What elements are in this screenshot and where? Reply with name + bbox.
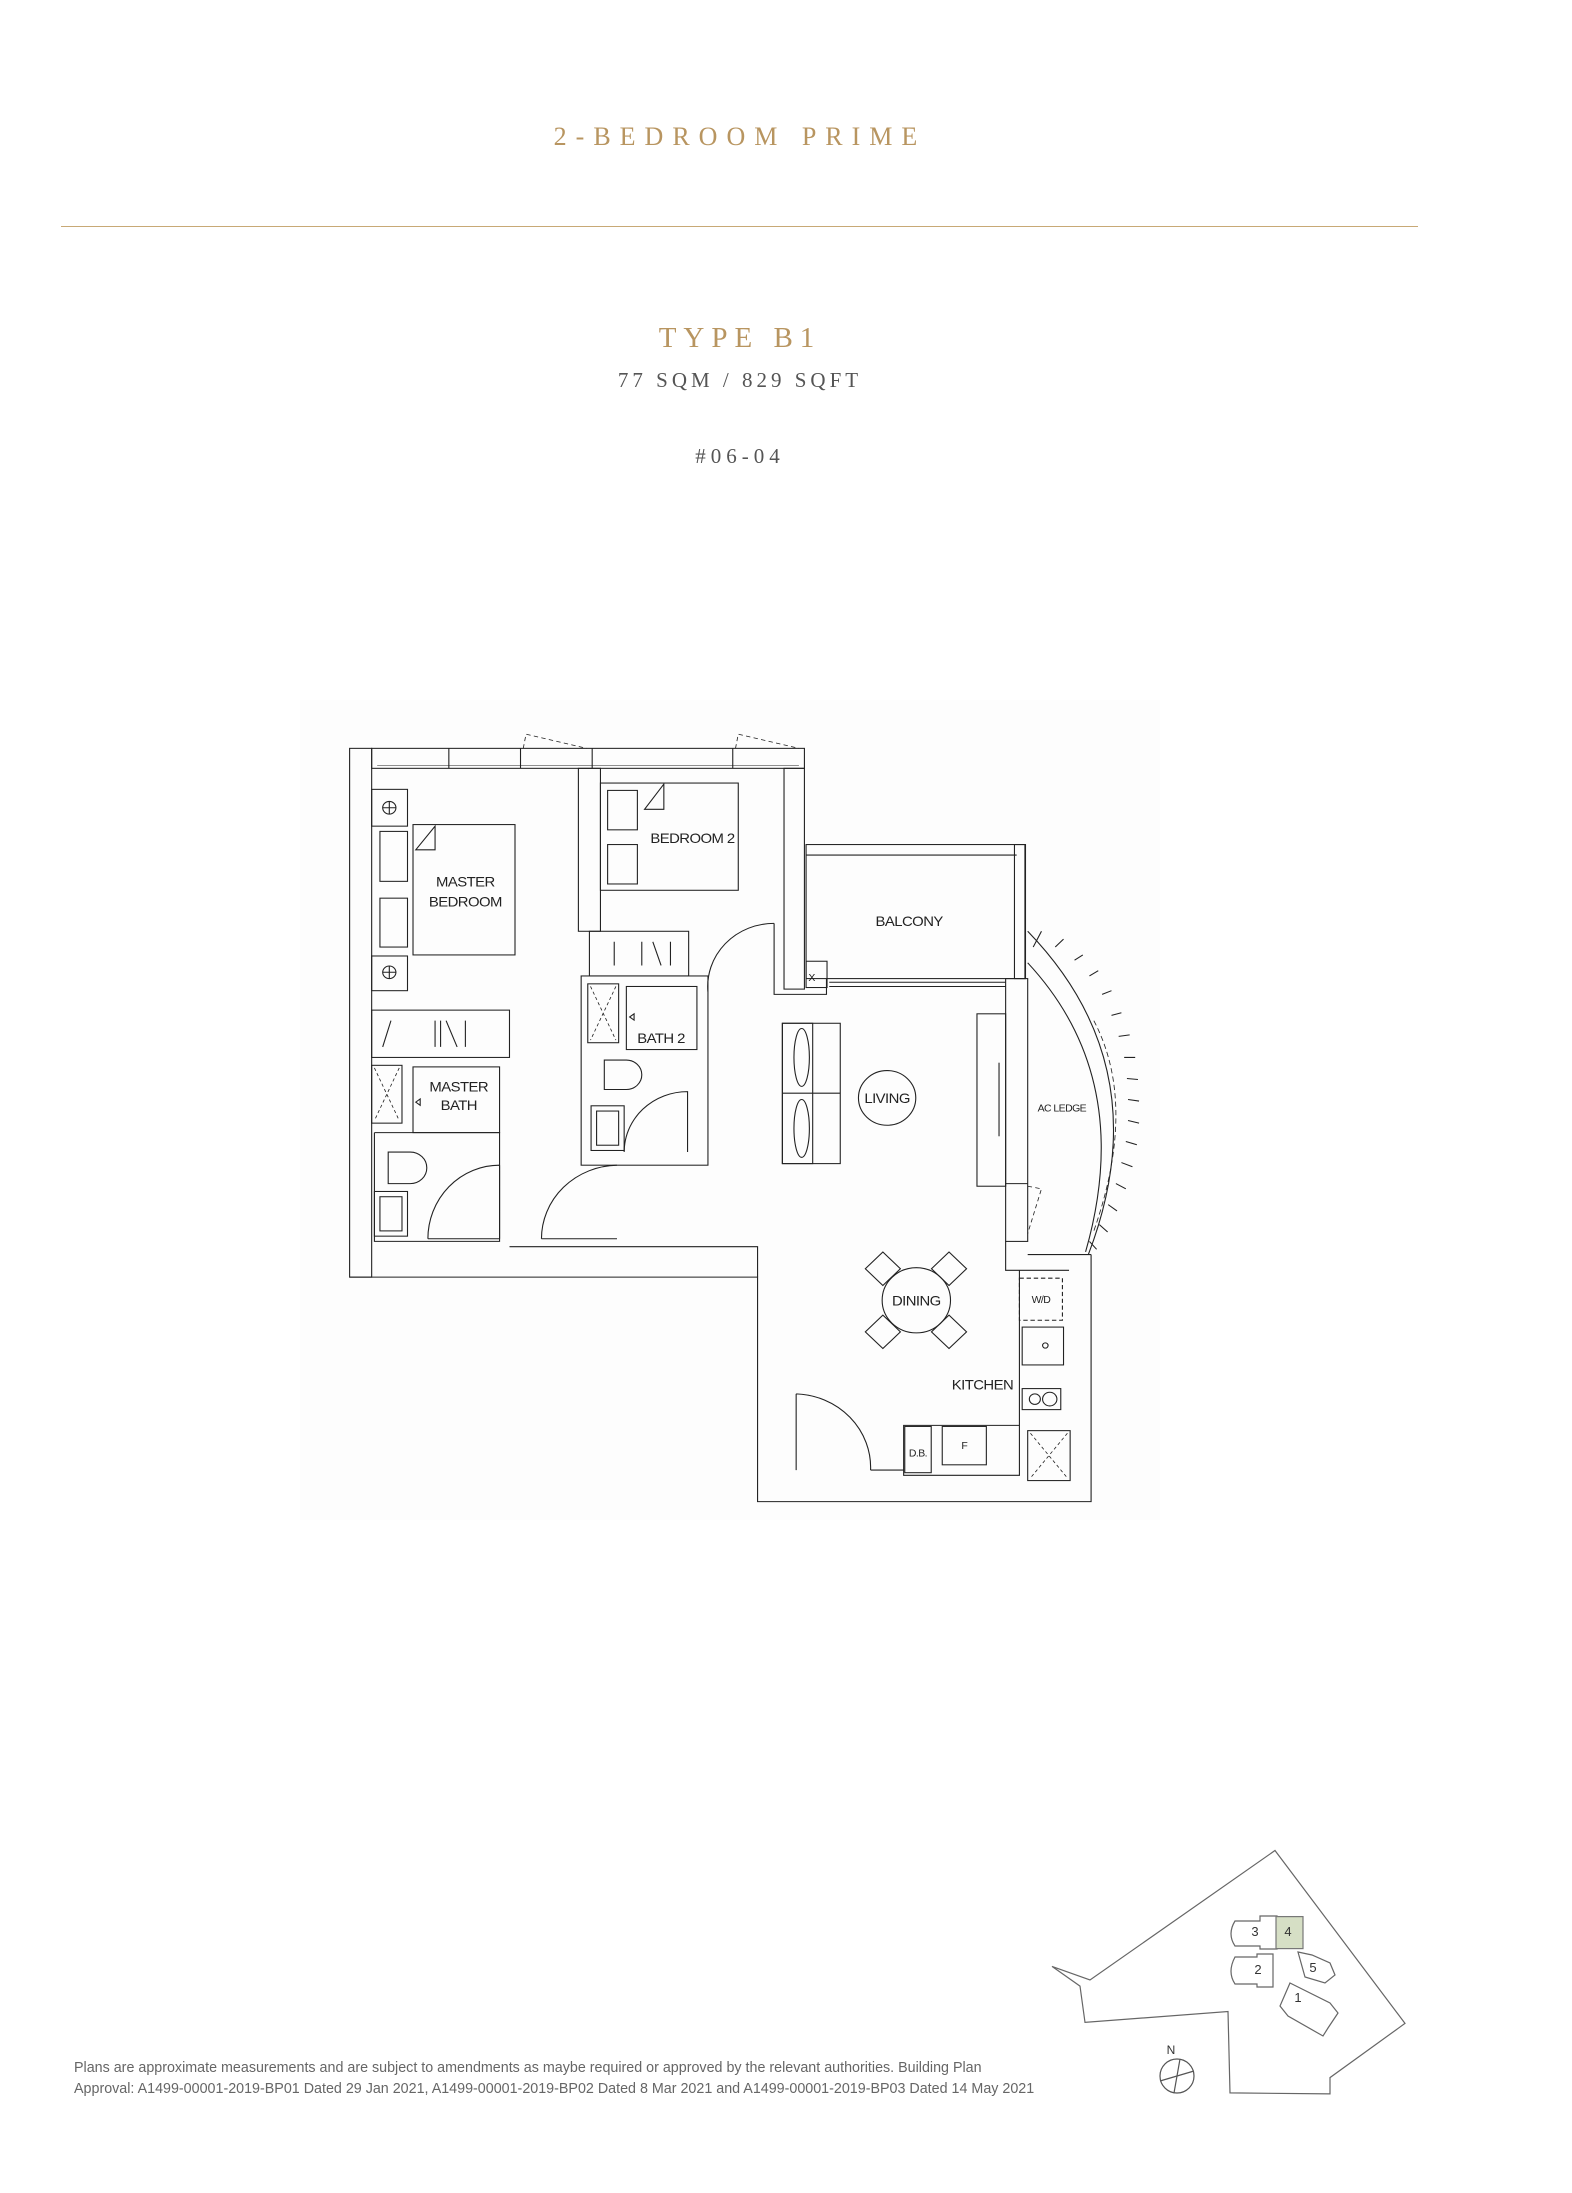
north-compass-icon xyxy=(1159,2058,1195,2094)
block-label-3: 3 xyxy=(1251,1924,1258,1939)
label-washer-dryer: W/D xyxy=(1032,1295,1051,1306)
footnote-line-2: Approval: A1499-00001-2019-BP01 Dated 29… xyxy=(74,2081,1035,2097)
north-label: N xyxy=(1167,2043,1176,2057)
room-label-dining: DINING xyxy=(892,1294,941,1310)
room-label-bedroom-2: BEDROOM 2 xyxy=(650,831,735,847)
header-divider xyxy=(61,226,1418,227)
label-distribution-board: D.B. xyxy=(909,1449,927,1460)
room-label-master-bedroom: MASTER xyxy=(436,875,495,891)
block-label-2: 2 xyxy=(1254,1962,1261,1977)
highlighted-block-4 xyxy=(1275,1915,1304,1950)
room-label-master-bedroom-line2: BEDROOM xyxy=(429,895,502,911)
block-label-1: 1 xyxy=(1294,1990,1301,2005)
kitchen-fixtures xyxy=(795,1270,1071,1482)
block-label-4: 4 xyxy=(1284,1924,1291,1939)
footnote-line-1: Plans are approximate measurements and a… xyxy=(74,2060,982,2076)
walls xyxy=(349,733,1140,1503)
unit-area: 77 SQM / 829 SQFT xyxy=(617,368,863,392)
room-label-bath-2: BATH 2 xyxy=(637,1032,685,1048)
site-boundary xyxy=(1051,1849,1406,2095)
living-dining-furniture xyxy=(781,1013,1007,1350)
page-category-title: 2-BEDROOM PRIME xyxy=(553,122,927,151)
label-fridge: F xyxy=(961,1441,967,1452)
block-label-5: 5 xyxy=(1309,1960,1316,1975)
unit-type: TYPE B1 xyxy=(658,322,822,354)
floor-plan: MASTER BEDROOM BEDROOM 2 BALCONY BATH 2 … xyxy=(300,700,1160,1520)
room-label-balcony: BALCONY xyxy=(876,914,944,930)
room-label-master-bath: MASTER xyxy=(429,1080,488,1096)
disclaimer-footnote: Plans are approximate measurements and a… xyxy=(74,2058,1034,2100)
building-blocks xyxy=(1230,1915,1339,2037)
label-shaft: X xyxy=(808,973,815,984)
master-bath-fixtures xyxy=(371,1064,501,1242)
room-label-kitchen: KITCHEN xyxy=(952,1378,1013,1394)
bath-2-fixtures xyxy=(540,975,709,1240)
room-label-master-bath-line2: BATH xyxy=(441,1098,477,1114)
room-label-ac-ledge: AC LEDGE xyxy=(1038,1104,1087,1115)
unit-number: #06-04 xyxy=(695,444,785,468)
room-label-living: LIVING xyxy=(864,1091,910,1107)
master-bedroom-furniture xyxy=(371,788,516,1058)
